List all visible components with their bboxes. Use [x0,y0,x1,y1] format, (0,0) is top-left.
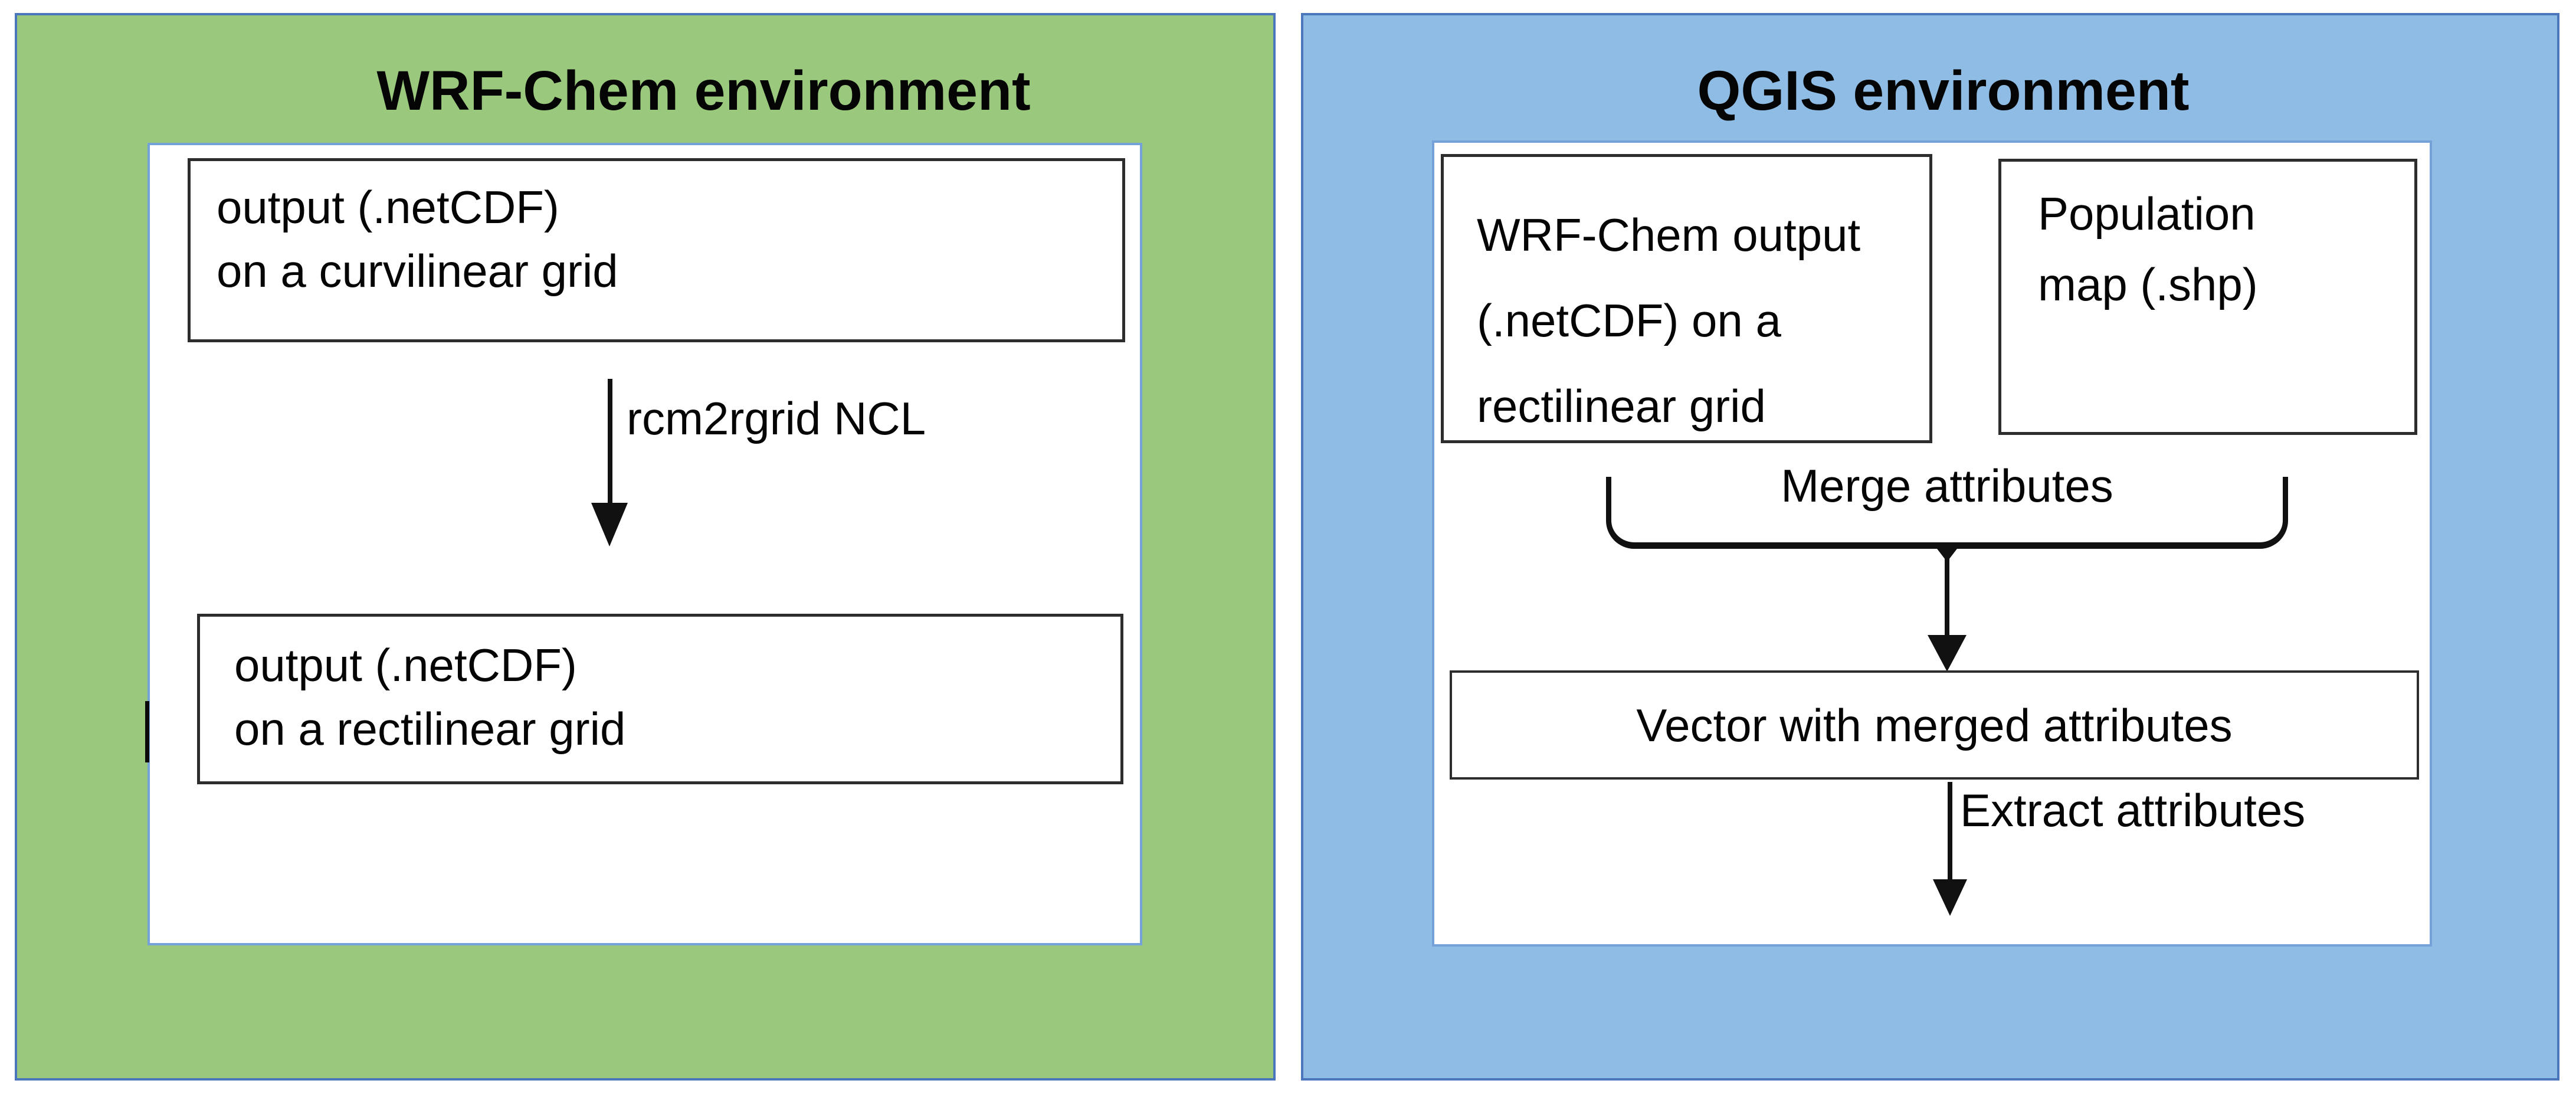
vector-merged-attributes-line1: Vector with merged attributes [1636,699,2233,751]
merge-brace-icon [1606,477,2288,549]
rcm2rgrid-arrow-head-icon [591,503,628,546]
extract-arrow-head-icon [1933,879,1967,916]
rcm2rgrid-label: rcm2rgrid NCL [627,392,926,444]
vector-merged-attributes-box: Vector with merged attributes [1450,670,2419,780]
wrf-chem-panel-title: WRF-Chem environment [376,60,1031,122]
rectilinear-output-box: output (.netCDF) on a rectilinear grid [197,614,1123,784]
wrf-output-line3: rectilinear grid [1477,380,1766,432]
wrf-output-box: WRF-Chem output (.netCDF) on a rectiline… [1441,154,1932,443]
rectilinear-output-line2: on a rectilinear grid [234,703,626,755]
merge-attributes-label: Merge attributes [1781,460,2113,512]
merge-arrow-line-icon [1945,554,1949,637]
wrf-output-line1: WRF-Chem output [1477,209,1861,261]
population-map-box: Population map (.shp) [1998,159,2417,435]
extract-attributes-label: Extract attributes [1960,784,2306,836]
qgis-panel-title: QGIS environment [1697,60,2190,122]
extract-arrow-line-icon [1948,782,1952,882]
population-map-line1: Population [2038,188,2256,240]
rcm2rgrid-arrow-line-icon [608,379,612,505]
rectilinear-output-line1: output (.netCDF) [234,639,577,691]
stray-tick-mark [145,701,149,762]
merge-arrow-head-icon [1928,635,1967,672]
wrf-output-line2: (.netCDF) on a [1477,294,1781,346]
curvilinear-output-line1: output (.netCDF) [217,181,559,233]
curvilinear-output-line2: on a curvilinear grid [217,245,618,297]
population-map-line2: map (.shp) [2038,258,2258,310]
curvilinear-output-box: output (.netCDF) on a curvilinear grid [188,158,1125,342]
